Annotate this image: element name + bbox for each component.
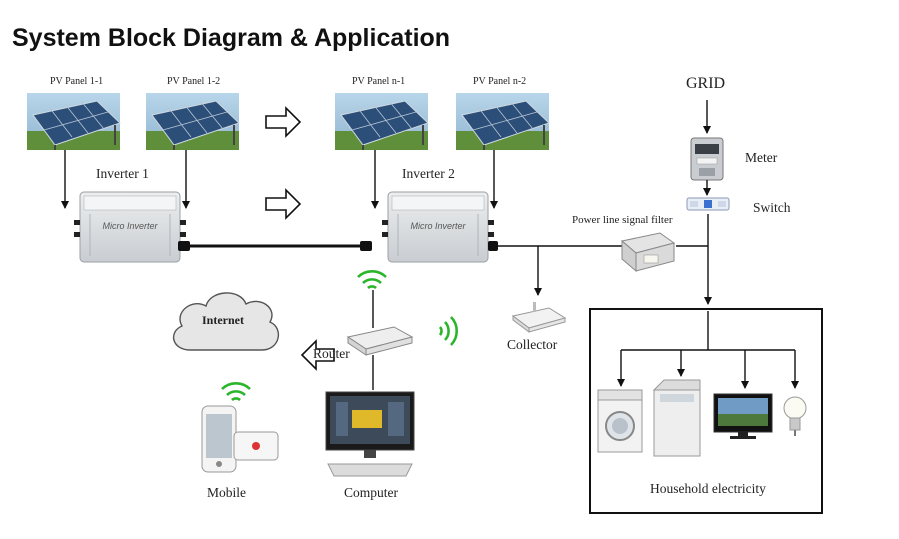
cable-connector-left — [178, 241, 190, 251]
router-label: Router — [313, 346, 350, 361]
light-bulb-icon — [783, 396, 807, 436]
household-box — [589, 308, 823, 514]
collector-device-icon — [511, 302, 567, 333]
switch-label: Switch — [753, 200, 791, 215]
cable-connector-inverter-2 — [488, 241, 498, 251]
internet-cloud-icon: Internet — [172, 292, 280, 351]
inverter-1-device-label: Micro Inverter — [102, 221, 158, 231]
router-icon — [346, 326, 414, 356]
solar-panel-n-1-icon — [334, 92, 429, 151]
meter-icon — [690, 137, 724, 181]
inverter-2-label: Inverter 2 — [402, 166, 455, 181]
continuation-arrow-mid-icon — [265, 189, 301, 219]
page-title: System Block Diagram & Application — [12, 24, 451, 52]
mobile-phone-icon — [201, 405, 279, 473]
inverter-2-device-label: Micro Inverter — [410, 221, 466, 231]
top-load-washer-icon — [652, 379, 701, 457]
internet-label: Internet — [202, 313, 244, 327]
micro-inverter-1-icon: Micro Inverter — [73, 191, 187, 263]
meter-label: Meter — [745, 150, 778, 165]
power-line-filter-label: Power line signal filter — [572, 214, 673, 226]
solar-panel-1-2-icon — [145, 92, 240, 151]
router-wireless-signal-icon — [438, 315, 459, 347]
collector-label: Collector — [507, 337, 558, 352]
computer-icon — [325, 391, 415, 477]
solar-panel-n-2-icon — [455, 92, 550, 151]
mobile-wifi-icon — [220, 381, 252, 402]
inverter-1-label: Inverter 1 — [96, 166, 149, 181]
grid-label: GRID — [686, 75, 726, 92]
router-to-internet-arrow-icon — [300, 339, 335, 371]
television-icon — [713, 393, 773, 439]
pv-panel-1-1-label: PV Panel 1-1 — [50, 76, 104, 87]
power-line-filter-icon — [620, 232, 676, 273]
cable-connector-right — [360, 241, 372, 251]
pv-panel-1-2-label: PV Panel 1-2 — [167, 76, 221, 87]
solar-panel-1-1-icon — [26, 92, 121, 151]
pv-panel-n-1-label: PV Panel n-1 — [352, 76, 406, 87]
micro-inverter-2-icon: Micro Inverter — [381, 191, 495, 263]
pv-panel-n-2-label: PV Panel n-2 — [473, 76, 527, 87]
continuation-arrow-top-icon — [265, 107, 301, 137]
front-load-washer-icon — [597, 389, 643, 453]
switch-icon — [686, 197, 730, 211]
computer-label: Computer — [344, 485, 398, 500]
router-wifi-icon — [356, 269, 388, 290]
household-electricity-label: Household electricity — [650, 481, 766, 496]
mobile-label: Mobile — [207, 485, 246, 500]
